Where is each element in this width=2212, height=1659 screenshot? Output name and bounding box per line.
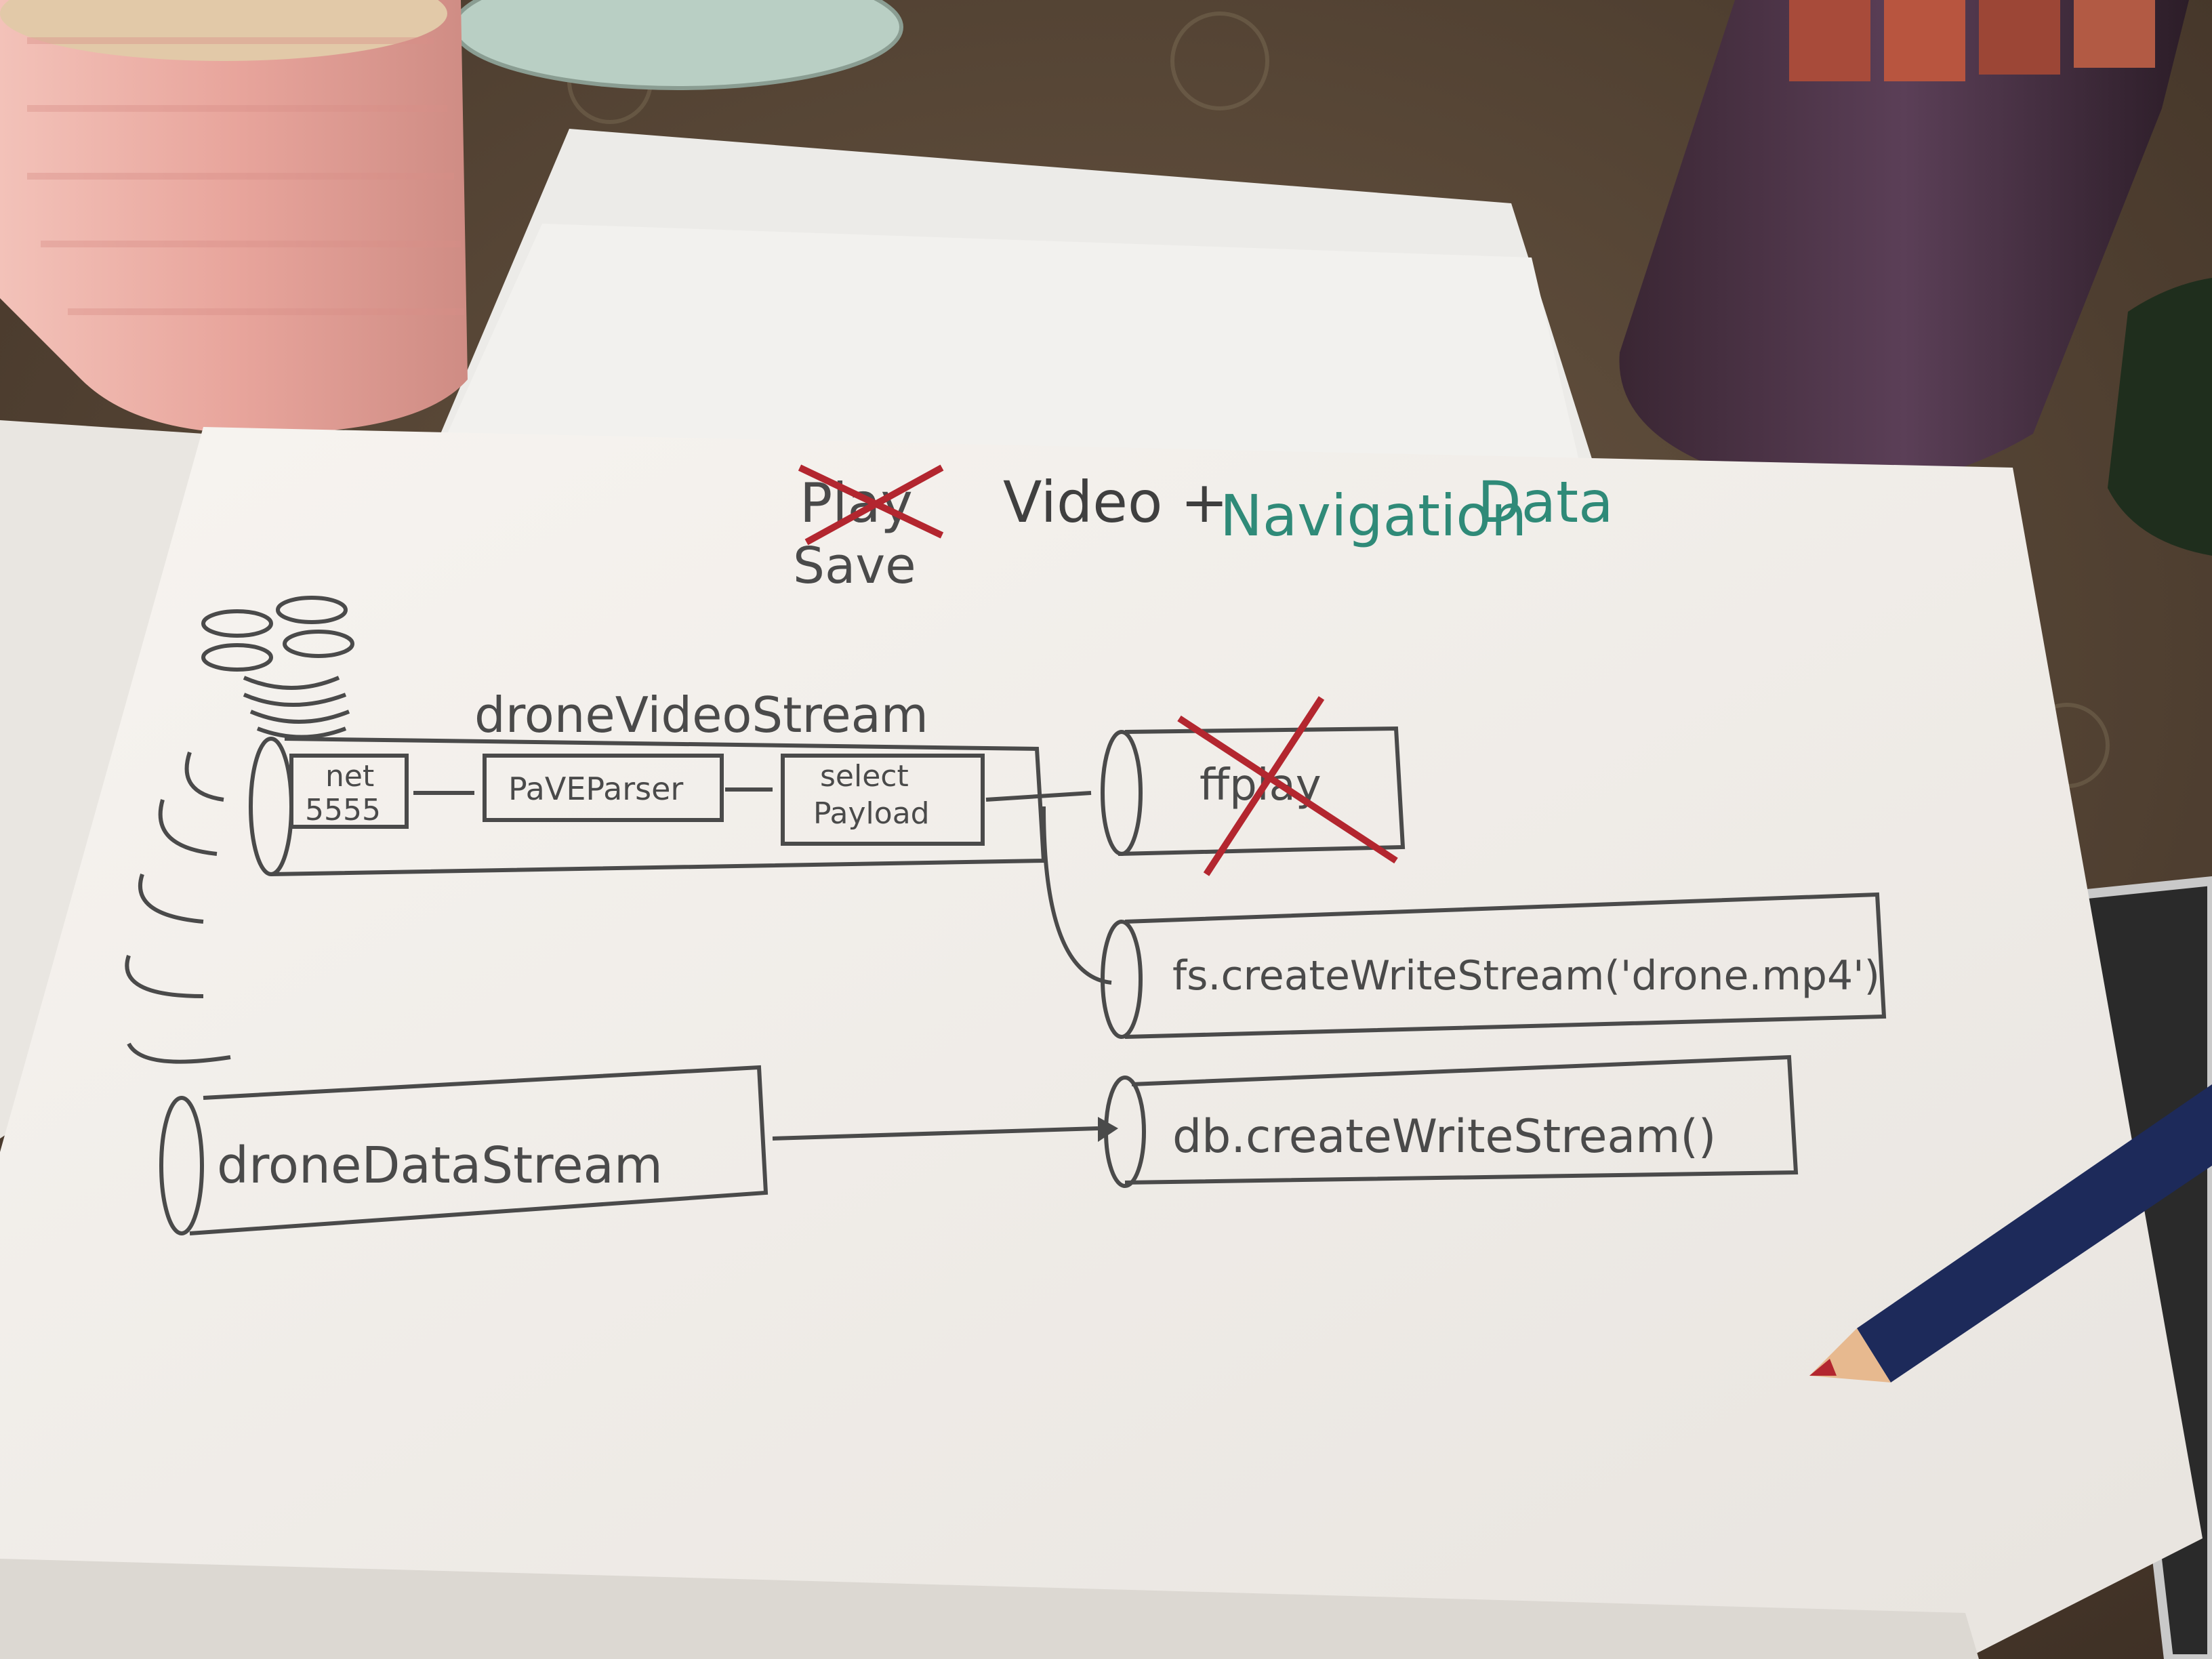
red-cross-line <box>798 464 944 539</box>
title-row: Play Save Video + Navigation Data <box>793 464 1614 595</box>
payload-label: Payload <box>813 796 930 831</box>
pink-mug <box>0 0 468 434</box>
data-stream-label: droneDataStream <box>217 1136 663 1195</box>
db-write-label: db.createWriteStream() <box>1172 1110 1716 1164</box>
parser-label: PaVEParser <box>508 771 683 807</box>
red-cross-line <box>1203 696 1325 876</box>
video-stream-label: droneVideoStream <box>474 687 928 743</box>
select-payload-box: select Payload <box>781 754 985 846</box>
blue-pencil <box>1809 1084 2212 1382</box>
red-cross-line <box>804 464 944 546</box>
notebook-left-page <box>0 420 203 1139</box>
title-video: Video + <box>1003 469 1228 535</box>
fs-write-pipe: fs.createWriteStream('drone.mp4') <box>1101 892 1887 1039</box>
signal-waves <box>125 752 231 1064</box>
net-label: net <box>325 759 374 794</box>
paper-under-edge <box>0 1559 1979 1659</box>
title-crossed-word: Play <box>800 472 913 535</box>
pencil-jar <box>1619 0 2189 488</box>
fs-write-label: fs.createWriteStream('drone.mp4') <box>1172 952 1880 1000</box>
db-write-pipe: db.createWriteStream() <box>1104 1054 1799 1188</box>
data-stream-pipe: droneDataStream <box>159 1065 769 1235</box>
title-data: Data <box>1477 469 1614 535</box>
bottle <box>2108 278 2212 556</box>
select-label: select <box>820 759 909 794</box>
title-navigation: Navigation <box>1220 483 1527 549</box>
parser-box: PaVEParser <box>483 754 724 822</box>
arrow-to-ffplay <box>985 791 1092 802</box>
port-label: 5555 <box>305 793 381 827</box>
net-box: net 5555 <box>289 754 409 829</box>
arrow-to-fs-write <box>1042 806 1112 985</box>
sketch-paper <box>0 427 2203 1659</box>
red-cross-line <box>1177 715 1398 864</box>
title-save-word: Save <box>793 537 916 595</box>
ffplay-pipe: ffplay <box>1101 696 1406 876</box>
paper-stack-middle <box>447 224 1579 461</box>
arrow-to-db-write <box>772 1126 1099 1141</box>
